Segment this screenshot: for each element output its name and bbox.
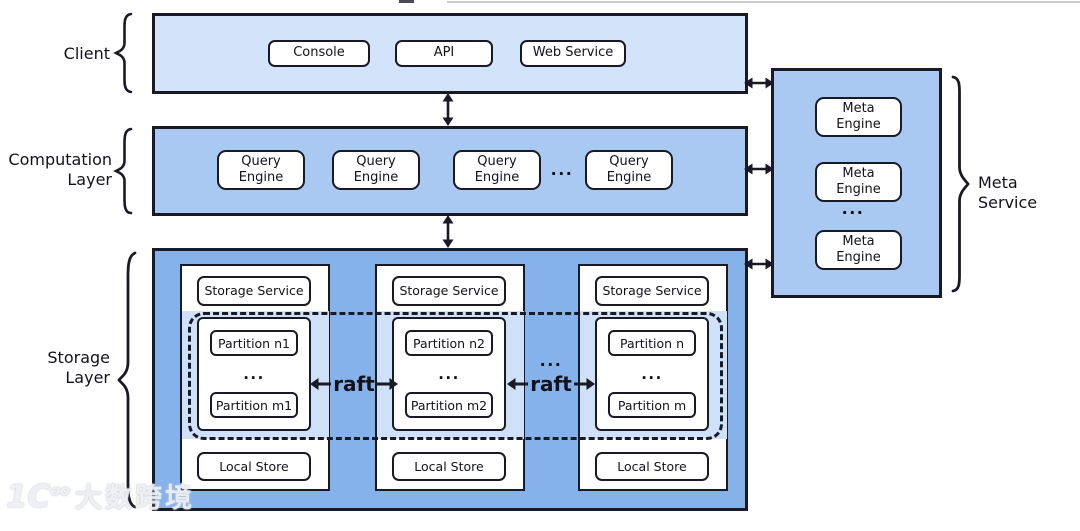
raft-arrow-right-icon: [377, 378, 398, 390]
query-engine-box: Query Engine: [453, 150, 541, 190]
partition-ellipsis: ...: [641, 364, 663, 383]
storage-label: Storage Layer: [47, 348, 110, 387]
meta-engine-box: Meta Engine: [815, 97, 902, 137]
watermark-logo-sup: oo: [50, 481, 70, 500]
watermark-logo: 1Coo 大数跨境: [6, 482, 195, 513]
partition-group: Partition n ... Partition m: [595, 317, 709, 431]
partition-box: Partition n: [608, 330, 696, 356]
raft-link: raft: [507, 372, 595, 396]
raft-link: raft: [310, 372, 398, 396]
storage-service-box: Storage Service: [197, 276, 311, 306]
partition-ellipsis: ...: [243, 364, 265, 383]
client-meta-arrow: [744, 77, 774, 89]
storage-node: Storage Service Partition n2 ... Partiti…: [375, 264, 525, 491]
raft-label: raft: [530, 372, 572, 396]
meta-engine-box: Meta Engine: [815, 230, 902, 270]
cropped-edge-artifact: [447, 1, 1080, 3]
watermark-logo-main: 1C: [6, 479, 51, 515]
computation-storage-arrow: [442, 215, 454, 248]
raft-arrow-right-icon: [574, 378, 595, 390]
meta-engine-box: Meta Engine: [815, 162, 902, 202]
storage-gap-ellipsis: ...: [539, 351, 563, 370]
raft-label: raft: [333, 372, 375, 396]
raft-arrow-left-icon: [310, 378, 331, 390]
web-service-box: Web Service: [520, 40, 626, 67]
storage-meta-arrow: [744, 258, 774, 270]
partition-box: Partition m2: [405, 392, 493, 418]
console-box: Console: [268, 40, 370, 67]
storage-node: Storage Service Partition n1 ... Partiti…: [180, 264, 330, 491]
query-engine-box: Query Engine: [332, 150, 420, 190]
client-label: Client: [63, 44, 110, 63]
local-store-box: Local Store: [197, 452, 311, 481]
meta-ellipsis: ...: [841, 199, 865, 218]
partition-group: Partition n2 ... Partition m2: [392, 317, 506, 431]
partition-ellipsis: ...: [438, 364, 460, 383]
storage-service-box: Storage Service: [595, 276, 709, 306]
cropped-edge-artifact: [399, 0, 414, 3]
partition-group: Partition n1 ... Partition m1: [197, 317, 311, 431]
computation-meta-arrow: [744, 163, 774, 175]
partition-box: Partition n1: [210, 330, 298, 356]
storage-service-box: Storage Service: [392, 276, 506, 306]
query-engine-box: Query Engine: [585, 150, 673, 190]
partition-box: Partition m1: [210, 392, 298, 418]
client-layer-panel: [152, 13, 748, 94]
meta-service-brace: [951, 75, 970, 293]
partition-box: Partition n2: [405, 330, 493, 356]
query-engine-box: Query Engine: [217, 150, 305, 190]
storage-brace: [117, 251, 137, 509]
local-store-box: Local Store: [595, 452, 709, 481]
client-computation-arrow: [442, 93, 454, 126]
api-box: API: [395, 40, 493, 67]
meta-service-label: Meta Service: [978, 173, 1038, 212]
raft-arrow-left-icon: [507, 378, 528, 390]
computation-ellipsis: ...: [550, 160, 574, 179]
client-brace: [113, 12, 133, 94]
watermark-text: 大数跨境: [74, 482, 195, 514]
storage-node: Storage Service Partition n ... Partitio…: [578, 264, 728, 491]
local-store-box: Local Store: [392, 452, 506, 481]
partition-box: Partition m: [608, 392, 696, 418]
computation-brace: [113, 127, 133, 215]
computation-label: Computation Layer: [8, 150, 112, 189]
